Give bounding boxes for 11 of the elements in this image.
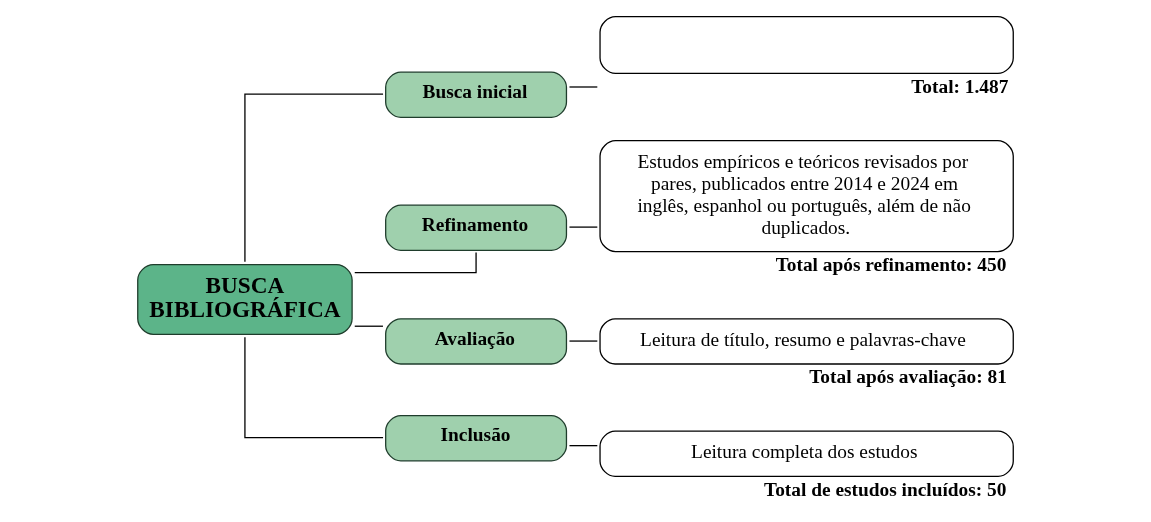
- node-label: Total de estudos incluídos: 50: [764, 478, 1007, 500]
- connector: [354, 251, 477, 274]
- connector: [244, 93, 384, 263]
- connector: [244, 336, 384, 439]
- connector: [354, 325, 384, 327]
- node-label: Total após avaliação: 81: [809, 366, 1007, 388]
- node-label: Total: 1.487: [911, 75, 1009, 97]
- connector: [568, 226, 598, 228]
- connector: [568, 340, 598, 342]
- node-label: Total após refinamento: 450: [775, 254, 1007, 276]
- connector: [568, 445, 598, 447]
